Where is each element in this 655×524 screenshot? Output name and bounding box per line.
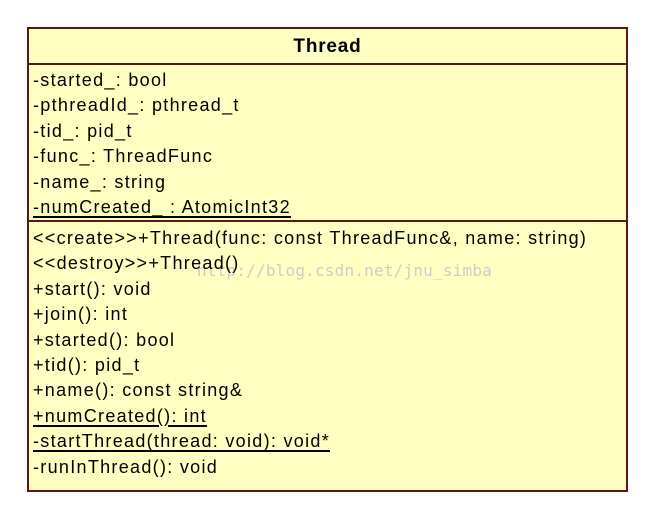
method-row: +started(): bool bbox=[33, 329, 176, 350]
attribute-row: -started_: bool bbox=[33, 70, 168, 90]
method-row-static: +numCreated(): int bbox=[33, 405, 207, 426]
method-row: +join(): int bbox=[33, 304, 129, 325]
method-row: -runInThread(): void bbox=[33, 456, 219, 477]
method-row: <<create>>+Thread(func: const ThreadFunc… bbox=[33, 228, 588, 248]
method-row-static: -startThread(thread: void): void* bbox=[33, 431, 331, 452]
attribute-row-static: -numCreated_ : AtomicInt32 bbox=[33, 197, 291, 218]
methods-compartment: <<create>>+Thread(func: const ThreadFunc… bbox=[29, 222, 626, 480]
method-row: +start(): void bbox=[33, 278, 152, 299]
attribute-row: -pthreadId_: pthread_t bbox=[33, 95, 240, 116]
attribute-row: -func_: ThreadFunc bbox=[33, 146, 214, 167]
watermark-text: http://blog.csdn.net/jnu_simba bbox=[197, 261, 492, 280]
attributes-compartment: -started_: bool -pthreadId_: pthread_t -… bbox=[29, 65, 626, 222]
class-title: Thread bbox=[29, 29, 626, 65]
method-row: <<destroy>>+Thread() bbox=[33, 253, 240, 274]
attribute-row: -name_: string bbox=[33, 171, 167, 192]
attribute-row: -tid_: pid_t bbox=[33, 120, 133, 141]
method-row: +name(): const string& bbox=[33, 380, 244, 401]
uml-class-box: Thread -started_: bool -pthreadId_: pthr… bbox=[27, 27, 628, 492]
method-row: +tid(): pid_t bbox=[33, 355, 141, 376]
